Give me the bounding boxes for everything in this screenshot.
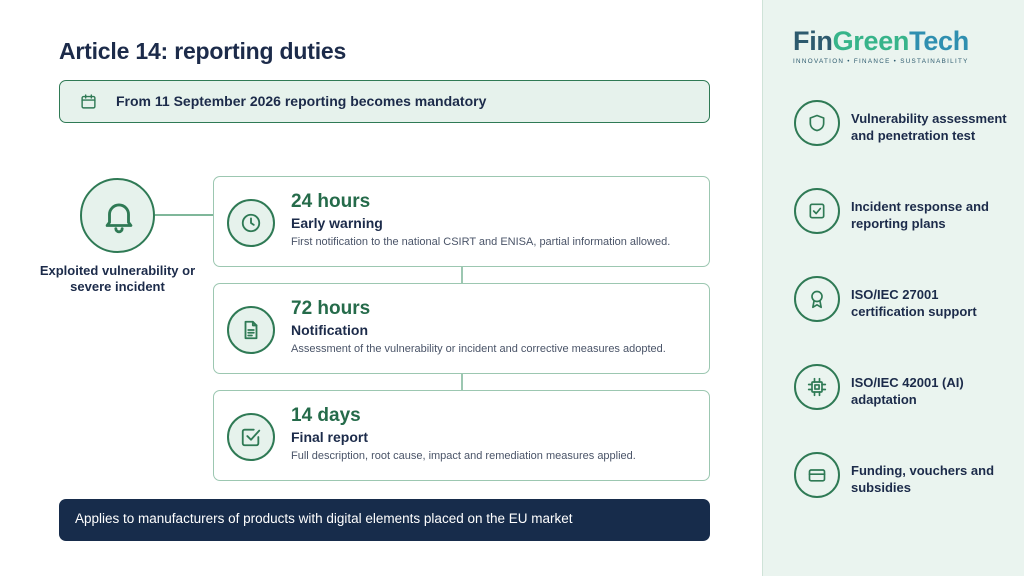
footer-text: Applies to manufacturers of products wit… [75, 511, 573, 526]
mandatory-date-banner: From 11 September 2026 reporting becomes… [59, 80, 710, 123]
step-time: 14 days [291, 405, 361, 426]
clock-icon [227, 199, 275, 247]
logo-part-tech: Tech [909, 26, 969, 56]
service-label: Incident response and reporting plans [851, 199, 989, 231]
page-title: Article 14: reporting duties [59, 38, 347, 64]
step-time: 72 hours [291, 298, 371, 319]
chip-icon [794, 364, 840, 410]
checkbox-icon [794, 188, 840, 234]
credit-card-icon [794, 452, 840, 498]
service-item-vapt: Vulnerability assessment and penetration… [794, 100, 1022, 150]
calendar-icon [80, 93, 97, 110]
check-square-icon [227, 413, 275, 461]
service-label: ISO/IEC 42001 (AI) adaptation [851, 375, 964, 407]
service-label: ISO/IEC 27001 certification support [851, 287, 977, 319]
step-connector [461, 374, 463, 390]
service-item-iso42001: ISO/IEC 42001 (AI) adaptation [794, 364, 1022, 414]
fingreentech-logo: FinGreenTech [793, 26, 969, 57]
step-heading: Final report [291, 429, 369, 445]
service-label: Funding, vouchers and subsidies [851, 463, 995, 495]
step-description: Full description, root cause, impact and… [291, 450, 636, 462]
step-time: 24 hours [291, 191, 371, 212]
main-panel: Article 14: reporting duties From 11 Sep… [39, 38, 710, 541]
step-description: Assessment of the vulnerability or incid… [291, 343, 666, 355]
service-item-funding: Funding, vouchers and subsidies [794, 452, 1022, 502]
logo-tagline: INNOVATION • FINANCE • SUSTAINABILITY [793, 58, 969, 65]
step-connector [461, 267, 463, 283]
incident-connector [155, 214, 214, 216]
service-item-incident-response: Incident response and reporting plans [794, 188, 1022, 238]
step-heading: Early warning [291, 215, 383, 231]
logo-part-green: Green [832, 26, 910, 56]
award-icon [794, 276, 840, 322]
scope-footer: Applies to manufacturers of products wit… [59, 499, 710, 541]
service-label: Vulnerability assessment and penetration… [851, 111, 1007, 143]
step-card-early-warning: 24 hours Early warning First notificatio… [213, 176, 710, 267]
document-icon [227, 306, 275, 354]
step-card-notification: 72 hours Notification Assessment of the … [213, 283, 710, 374]
step-card-final-report: 14 days Final report Full description, r… [213, 390, 710, 481]
shield-icon [794, 100, 840, 146]
logo-part-fin: Fin [793, 26, 833, 56]
banner-text: From 11 September 2026 reporting becomes… [116, 93, 487, 109]
incident-label: Exploited vulnerability or severe incide… [39, 263, 196, 294]
services-sidebar: FinGreenTech INNOVATION • FINANCE • SUST… [762, 0, 1024, 576]
step-heading: Notification [291, 322, 368, 338]
service-item-iso27001: ISO/IEC 27001 certification support [794, 276, 1022, 326]
incident-node [80, 178, 155, 253]
step-description: First notification to the national CSIRT… [291, 236, 671, 248]
